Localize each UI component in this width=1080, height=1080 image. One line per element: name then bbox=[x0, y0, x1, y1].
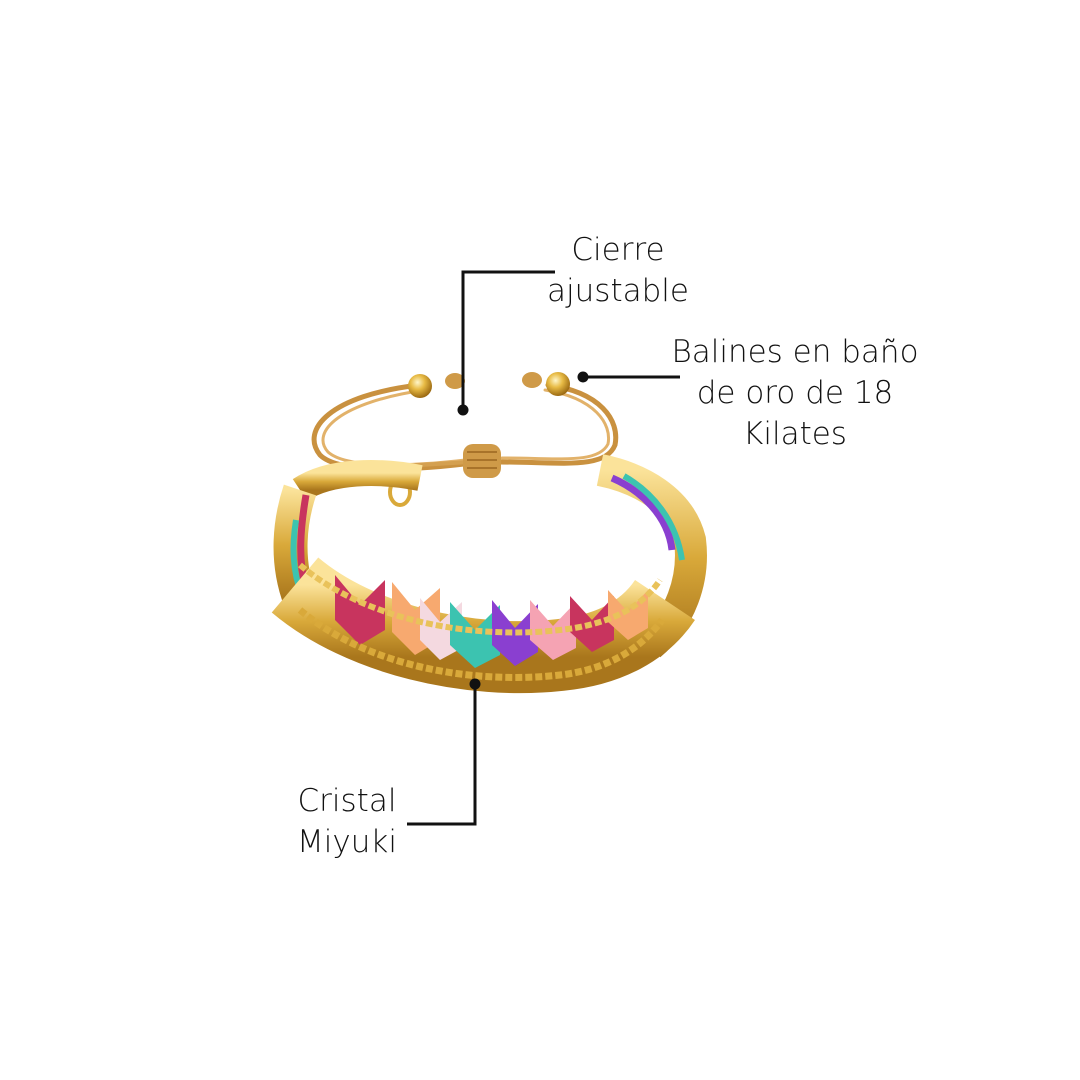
end-ball-right bbox=[522, 372, 570, 396]
chevron-turquoise bbox=[450, 602, 500, 668]
callout-label-cristal-miyuki: Cristal Miyuki bbox=[282, 781, 412, 863]
chevron-pink bbox=[530, 600, 576, 660]
chevron-peach-2 bbox=[608, 590, 648, 640]
chevron-magenta bbox=[335, 575, 385, 645]
callout-text-line: Miyuki bbox=[297, 824, 397, 860]
callout-label-balines-oro: Balines en baño de oro de 18 Kilates bbox=[660, 332, 930, 455]
end-ball-left bbox=[408, 373, 465, 398]
callout-line-cierre bbox=[457, 270, 555, 416]
bead-band-front bbox=[271, 556, 695, 694]
callout-label-cierre-ajustable: Cierre ajustable bbox=[528, 230, 708, 312]
callout-text-line: Balines en baño bbox=[671, 334, 919, 370]
callout-text-line: de oro de 18 bbox=[696, 375, 894, 411]
callout-line-balines bbox=[577, 371, 680, 383]
chevron-purple bbox=[492, 600, 538, 666]
sliding-knot bbox=[463, 444, 501, 478]
callout-text-line: Cierre bbox=[571, 232, 665, 268]
callout-text-line: Kilates bbox=[743, 416, 847, 452]
callout-text-line: ajustable bbox=[547, 273, 689, 309]
chevron-crimson bbox=[570, 596, 614, 652]
callout-text-line: Cristal bbox=[297, 783, 397, 819]
callout-line-cristal bbox=[407, 678, 481, 826]
